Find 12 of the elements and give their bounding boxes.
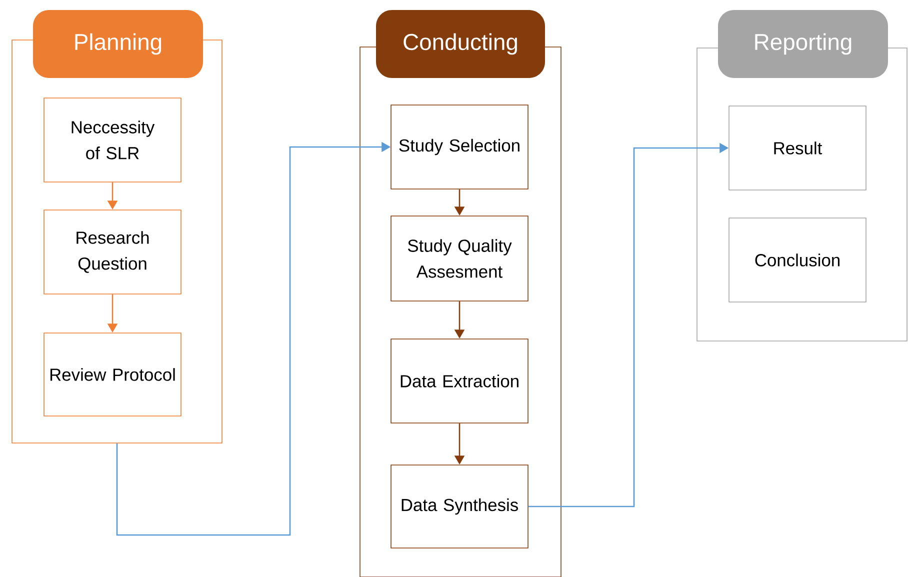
phase-header: Planning [33, 10, 203, 78]
phase-header: Conducting [376, 10, 545, 78]
process-box: Conclusion [728, 218, 866, 302]
process-box: Result [728, 106, 866, 190]
process-box: Review Protocol [44, 332, 182, 416]
process-box: Study Selection [390, 104, 528, 190]
process-box: Data Synthesis [390, 464, 528, 548]
phase-header: Reporting [718, 10, 888, 78]
process-box: Data Extraction [390, 338, 528, 424]
process-box: Neccessity of SLR [44, 98, 182, 182]
process-box: Study Quality Assesment [390, 216, 528, 302]
process-box: Research Question [44, 210, 182, 294]
